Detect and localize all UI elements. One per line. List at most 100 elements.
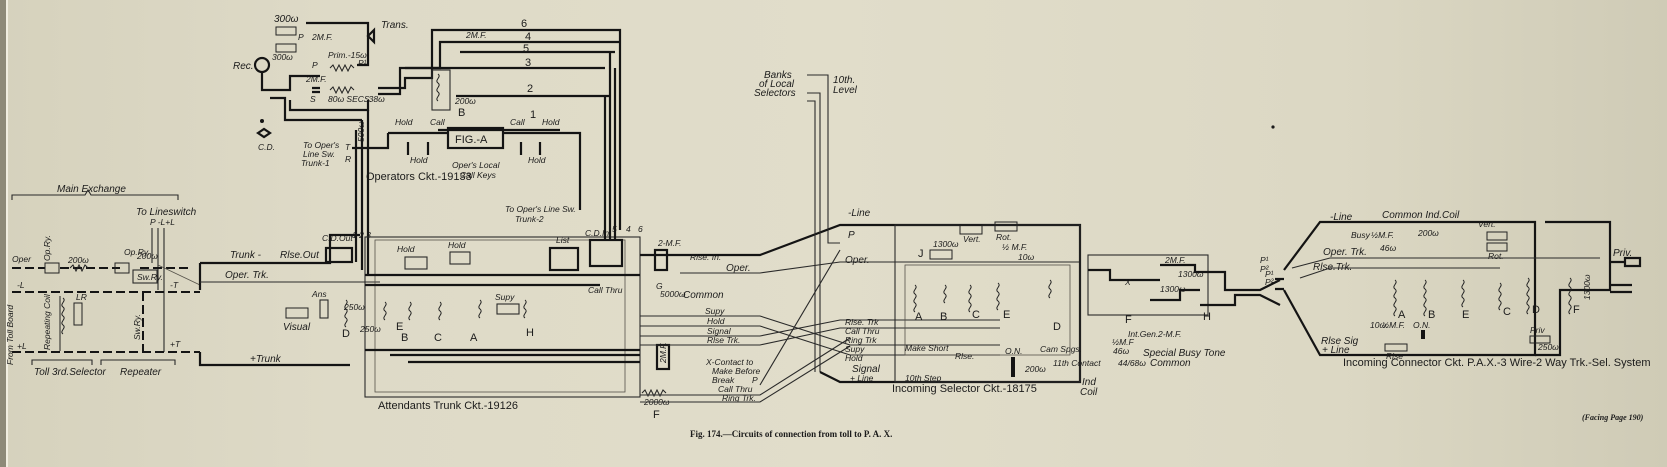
p2-label-sel: P²: [1260, 264, 1270, 274]
f-label: F: [653, 409, 660, 421]
p-label: P: [298, 32, 304, 42]
call-thru-label-mid: Call Thru: [718, 384, 753, 394]
rot-magnet: [994, 221, 1018, 232]
relay-b-label-conn: B: [1428, 309, 1435, 321]
hold-1-label-att: Hold: [397, 244, 415, 254]
rlse-trk-label-mid: Rlse Trk.: [707, 335, 740, 345]
res-300-bottom-coil: [275, 43, 297, 53]
t-label: T: [345, 142, 351, 152]
attendants-busbars: [365, 273, 640, 364]
relay-e-label-sel: E: [1003, 309, 1010, 321]
vert-label-conn: Vert.: [1478, 219, 1496, 229]
minus-t-label: -T: [170, 280, 179, 290]
call-thru-label-sel: Call Thru: [845, 326, 880, 336]
incoming-selector-section: Banks of Local Selectors 10th. Level -Li…: [754, 70, 1281, 398]
fig-a-box: [446, 126, 505, 150]
relay-b-stack: [431, 69, 451, 111]
vert-label-sel: Vert.: [963, 234, 981, 244]
s-prime-label: S.: [364, 94, 372, 104]
tenth-step-label: 10th Step: [905, 373, 942, 383]
res-300-top-label: 300ω: [274, 14, 299, 25]
op-relay-2-label: Op.Ry.: [124, 247, 150, 257]
sw-relay-box: [132, 269, 158, 284]
rlse-in-label: Rlse. In.: [690, 252, 721, 262]
half-mf-label-conn: ½M.F.: [1371, 230, 1394, 240]
trunk-1-t-wire: [352, 133, 390, 150]
cd-in-4: 4: [626, 224, 631, 234]
relay-a-label-sel: A: [915, 311, 923, 323]
relay-b-label-att: B: [401, 332, 408, 344]
call-2-label: Call: [510, 117, 526, 127]
res-44-68-label: 44/68ω: [1118, 358, 1146, 368]
relay-b-label: B: [458, 107, 465, 119]
relay-d-label-conn: D: [1532, 304, 1540, 316]
resistor-200-1: [69, 263, 89, 273]
rlse-out-label: Rlse.Out: [280, 250, 320, 261]
plus-line-label-sel: + Line: [850, 373, 874, 383]
list-label: List: [556, 235, 570, 245]
operators-circuit-title: Operators Ckt.-19133: [366, 171, 472, 183]
wire-num-2: 2: [527, 83, 533, 95]
relay-c-label-conn: C: [1503, 306, 1511, 318]
rlse-sig-label: Rlse Sig: [1321, 336, 1359, 347]
cd-out-jack: [324, 246, 354, 264]
selector-right-frame: [1087, 254, 1209, 316]
cap-2mf-att: [653, 248, 669, 272]
lineswitch-leads: [151, 228, 165, 352]
relay-f-label-sel: F: [1125, 314, 1132, 326]
vert-magnet-conn: [1486, 231, 1508, 241]
wire-num-6: 6: [521, 18, 527, 30]
make-short-label: Make Short: [905, 343, 949, 353]
res-300-top-coil: [275, 26, 297, 36]
selector-output-wires: [1088, 263, 1281, 307]
relay-h-label-sel: H: [1203, 311, 1211, 323]
to-opers-trunk2-2: Trunk-2: [515, 214, 544, 224]
ans-lamp: [319, 299, 329, 319]
cap-2mf-mid-label: 2M.F.: [305, 74, 327, 84]
connector-outline: [1283, 220, 1537, 357]
attendants-panel-frame: [364, 236, 641, 398]
p-coil-label: P: [312, 60, 318, 70]
r-label: R: [345, 154, 351, 164]
connector-relay-coils: [1393, 277, 1572, 317]
trunk-plus-label: +Trunk: [250, 354, 282, 365]
plus-line-label-conn: + Line: [1322, 345, 1350, 356]
supy-label-mid: Supy: [705, 306, 725, 316]
res-46-label-conn: 46ω: [1380, 243, 1396, 253]
res-300-bottom-label: 300ω: [272, 52, 293, 62]
supy-lamp: [496, 303, 520, 315]
hold-key-1: [404, 256, 428, 270]
selector-inner: [904, 264, 1071, 356]
common-ind-coil-label: Common Ind.Coil: [1382, 210, 1460, 221]
on-spring-conn: [1421, 330, 1425, 339]
res-46-label-sel: 46ω: [1113, 346, 1129, 356]
bottom-braces: [31, 359, 176, 365]
hold-3-label: Hold: [410, 155, 428, 165]
relay-a-label-conn: A: [1398, 309, 1406, 321]
incoming-connector-section: -Line Common Ind.Coil Busy ½M.F. 46ω 200…: [1265, 210, 1650, 369]
relay-d-label-sel: D: [1053, 321, 1061, 333]
page-edge-shadow: [0, 0, 6, 467]
visual-label: Visual: [283, 322, 311, 333]
hold-label-mid: Hold: [707, 316, 725, 326]
two-mf-label-sel: 2-M.F.: [1157, 329, 1181, 339]
cd-jack: [256, 127, 272, 139]
connector-input-plugs: [1275, 277, 1284, 291]
common-label-sel: Common: [1150, 358, 1191, 369]
visual-relay: [285, 307, 309, 319]
relay-f-label-conn: F: [1573, 304, 1580, 316]
cap-2mf-label-att: 2-M.F.: [657, 238, 681, 248]
ans-label: Ans: [311, 289, 327, 299]
hold-label-sel: Hold: [845, 353, 863, 363]
rlse-label-sel: Rlse.: [955, 351, 974, 361]
priv-relay-coil: [1529, 335, 1551, 344]
prim-label: Prim.-15ω: [328, 50, 367, 60]
oper-label-mid: Oper.: [726, 263, 751, 274]
relay-d-label-att: D: [342, 328, 350, 340]
figure-caption: Fig. 174.—Circuits of connection from to…: [690, 429, 892, 439]
relay-b-coil: [436, 73, 440, 102]
p-label-sel: P: [848, 230, 855, 241]
incoming-connector-title: Incoming Connector Ckt. P.A.X.-3 Wire-2 …: [1343, 357, 1650, 369]
trunk-minus-label: Trunk -: [230, 250, 262, 261]
